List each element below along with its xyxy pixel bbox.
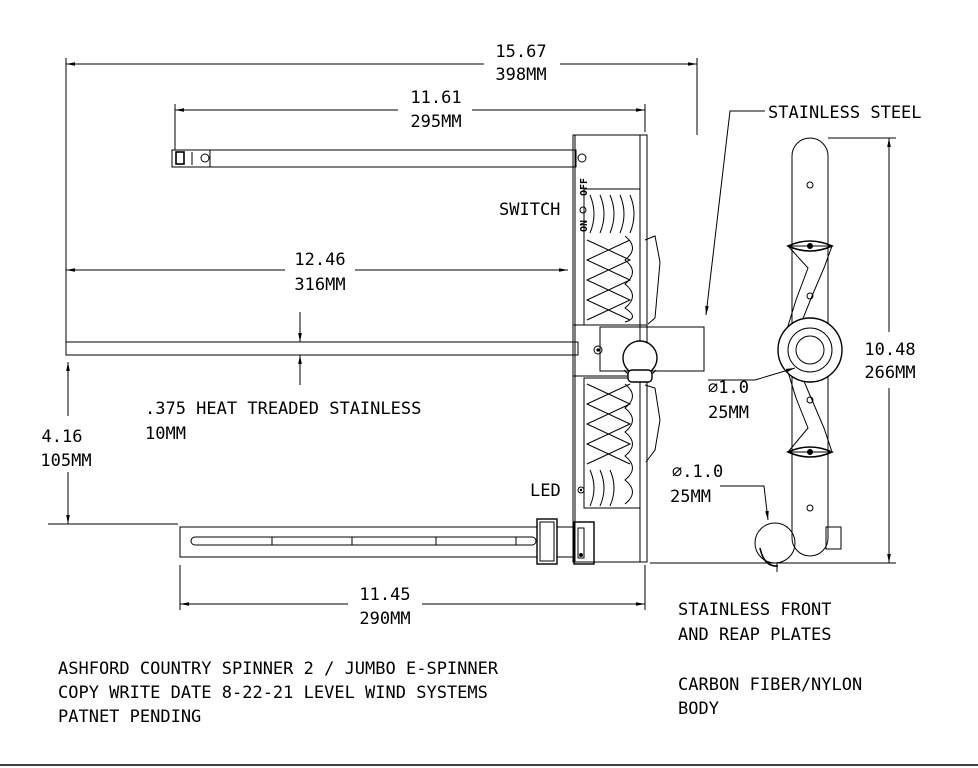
dim-top-arm-mm: 295MM [410, 112, 461, 132]
dim-hub-diameter-mm: 25MM [708, 403, 749, 423]
dimension-overall-height: 10.48 266MM [650, 137, 916, 564]
upper-fiber-pack [583, 188, 641, 326]
callout-rod-size: 10MM [145, 424, 186, 444]
dim-rod-offset-mm: 105MM [40, 451, 91, 471]
dim-bottom-arm-mm: 290MM [359, 609, 410, 629]
callout-rod-spec: .375 HEAT TREADED STAINLESS [145, 399, 421, 419]
dim-overall-height-in: 10.48 [864, 340, 915, 360]
note-title-line-1: ASHFORD COUNTRY SPINNER 2 / JUMBO E-SPIN… [58, 659, 499, 679]
note-body-line-2: BODY [678, 699, 719, 719]
note-body-line-1: CARBON FIBER/NYLON [678, 675, 862, 695]
top-arm [171, 149, 577, 168]
note-title-line-2: COPY WRITE DATE 8-22-21 LEVEL WIND SYSTE… [58, 683, 488, 703]
dim-top-arm-in: 11.61 [410, 88, 461, 108]
dim-main-rod-mm: 316MM [294, 275, 345, 295]
bottom-arm [179, 518, 595, 565]
note-plates-line-2: AND REAP PLATES [678, 625, 832, 645]
dim-bottom-arm-in: 11.45 [359, 585, 410, 605]
callout-stainless-steel: STAINLESS STEEL [768, 103, 922, 123]
dim-hub-diameter-in: ∅1.0 [708, 378, 749, 398]
hub-block [599, 326, 705, 383]
note-title-line-3: PATNET PENDING [58, 707, 201, 727]
dimension-main-rod: 12.46 316MM [66, 250, 568, 295]
lower-fiber-pack [583, 377, 641, 509]
side-clips [644, 235, 661, 463]
dim-rod-offset-in: 4.16 [42, 427, 83, 447]
note-plates-line-1: STAINLESS FRONT [678, 600, 832, 620]
dim-overall-length-mm: 398MM [495, 65, 546, 85]
callout-switch: SWITCH [499, 200, 560, 220]
dim-overall-length-in: 15.67 [495, 42, 546, 62]
dim-hook-diameter-in: ∅.1.0 [672, 462, 723, 482]
dim-main-rod-in: 12.46 [294, 250, 345, 270]
switch-off-label: OFF [579, 178, 590, 196]
dim-overall-height-mm: 266MM [864, 363, 915, 383]
flyer-side-view [754, 137, 843, 572]
dimension-overall-length: 15.67 398MM [65, 42, 698, 342]
leader-lines [705, 110, 796, 521]
main-rod [65, 312, 579, 385]
dimension-bottom-arm: 11.45 290MM [179, 565, 646, 629]
dimension-rod-offset: 4.16 105MM [40, 362, 178, 525]
dim-hook-diameter-mm: 25MM [670, 487, 711, 507]
callout-led: LED [530, 481, 561, 501]
dimension-top-arm: 11.61 295MM [174, 88, 646, 150]
